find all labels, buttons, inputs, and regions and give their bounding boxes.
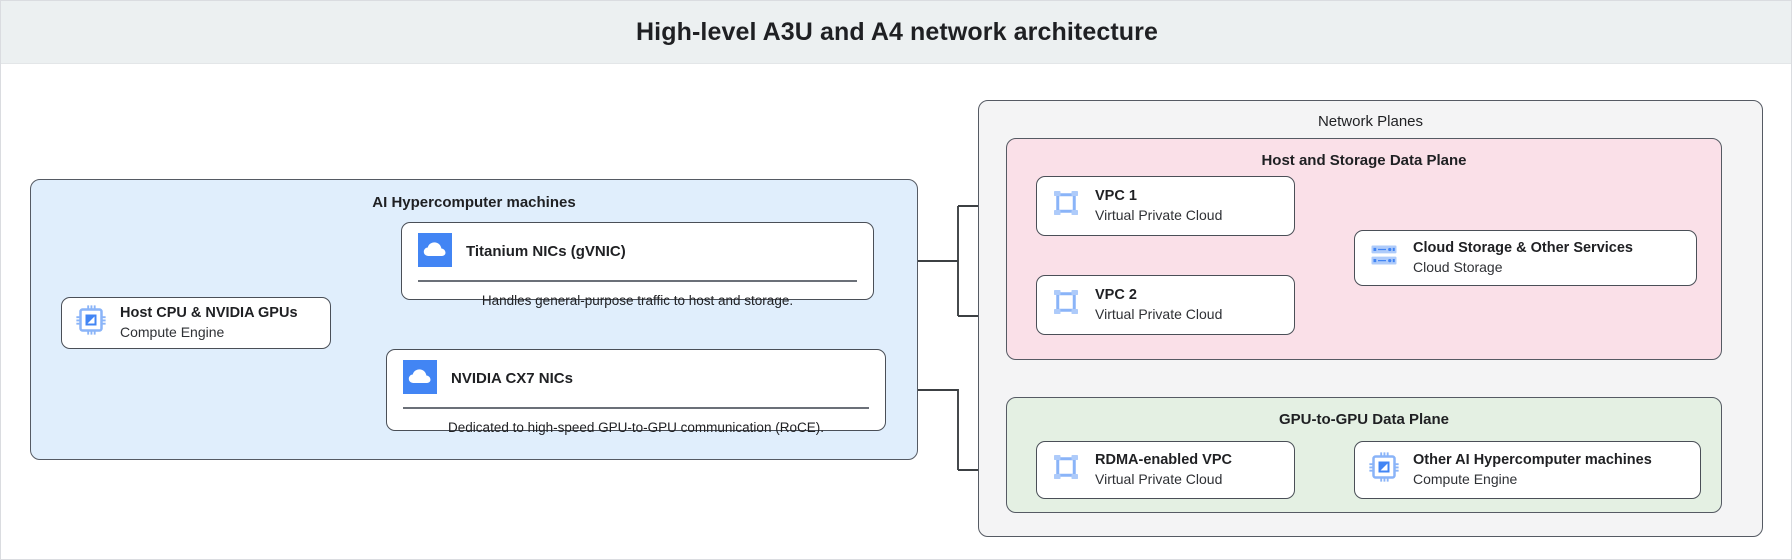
card-titanium-nics[interactable]: Titanium NICs (gVNIC) Handles general-pu… bbox=[401, 222, 874, 308]
card-other-machines-title: Other AI Hypercomputer machines bbox=[1413, 451, 1652, 468]
diagram-header: High-level A3U and A4 network architectu… bbox=[1, 1, 1791, 64]
card-vpc-1-title: VPC 1 bbox=[1095, 187, 1137, 204]
vpc-icon bbox=[1051, 188, 1081, 223]
card-cloud-storage-subtitle: Cloud Storage bbox=[1413, 259, 1503, 276]
card-titanium-nics-description: Handles general-purpose traffic to host … bbox=[481, 292, 794, 308]
panel-machines-title: AI Hypercomputer machines bbox=[372, 194, 576, 211]
card-host-cpu-subtitle: Compute Engine bbox=[120, 324, 225, 341]
card-other-ai-hypercomputer-machines[interactable]: Other AI Hypercomputer machines Compute … bbox=[1354, 441, 1701, 499]
card-cloud-storage-title: Cloud Storage & Other Services bbox=[1413, 239, 1633, 256]
card-cx7-nics-title: NVIDIA CX7 NICs bbox=[451, 370, 573, 388]
card-other-machines-subtitle: Compute Engine bbox=[1413, 471, 1518, 488]
card-rdma-vpc-title: RDMA-enabled VPC bbox=[1095, 451, 1232, 468]
card-vpc-1[interactable]: VPC 1 Virtual Private Cloud bbox=[1036, 176, 1295, 236]
card-vpc-1-subtitle: Virtual Private Cloud bbox=[1095, 207, 1223, 224]
compute-engine-chip-icon bbox=[76, 305, 106, 340]
card-host-cpu-title: Host CPU & NVIDIA GPUs bbox=[120, 304, 298, 321]
card-cx7-nics-description: Dedicated to high-speed GPU-to-GPU commu… bbox=[448, 419, 824, 435]
card-rdma-enabled-vpc[interactable]: RDMA-enabled VPC Virtual Private Cloud bbox=[1036, 441, 1295, 499]
page-title: High-level A3U and A4 network architectu… bbox=[636, 17, 1158, 46]
cloud-icon bbox=[403, 360, 437, 399]
panel-gpu-plane-title: GPU-to-GPU Data Plane bbox=[1278, 411, 1450, 428]
card-divider bbox=[403, 407, 869, 409]
compute-engine-chip-icon bbox=[1369, 452, 1399, 487]
vpc-icon bbox=[1051, 287, 1081, 322]
card-vpc-2-subtitle: Virtual Private Cloud bbox=[1095, 306, 1223, 323]
cloud-icon bbox=[418, 233, 452, 272]
card-host-cpu-gpus[interactable]: Host CPU & NVIDIA GPUs Compute Engine bbox=[61, 297, 331, 349]
panel-host-plane-title: Host and Storage Data Plane bbox=[1261, 152, 1467, 169]
card-vpc-2-title: VPC 2 bbox=[1095, 286, 1137, 303]
card-vpc-2[interactable]: VPC 2 Virtual Private Cloud bbox=[1036, 275, 1295, 335]
card-rdma-vpc-subtitle: Virtual Private Cloud bbox=[1095, 471, 1223, 488]
card-divider bbox=[418, 280, 857, 282]
card-cloud-storage[interactable]: Cloud Storage & Other Services Cloud Sto… bbox=[1354, 230, 1697, 286]
card-titanium-nics-title: Titanium NICs (gVNIC) bbox=[466, 243, 626, 261]
cloud-storage-icon bbox=[1369, 240, 1399, 275]
card-nvidia-cx7-nics[interactable]: NVIDIA CX7 NICs Dedicated to high-speed … bbox=[386, 349, 886, 435]
vpc-icon bbox=[1051, 452, 1081, 487]
panel-network-planes-title: Network Planes bbox=[1317, 113, 1424, 130]
